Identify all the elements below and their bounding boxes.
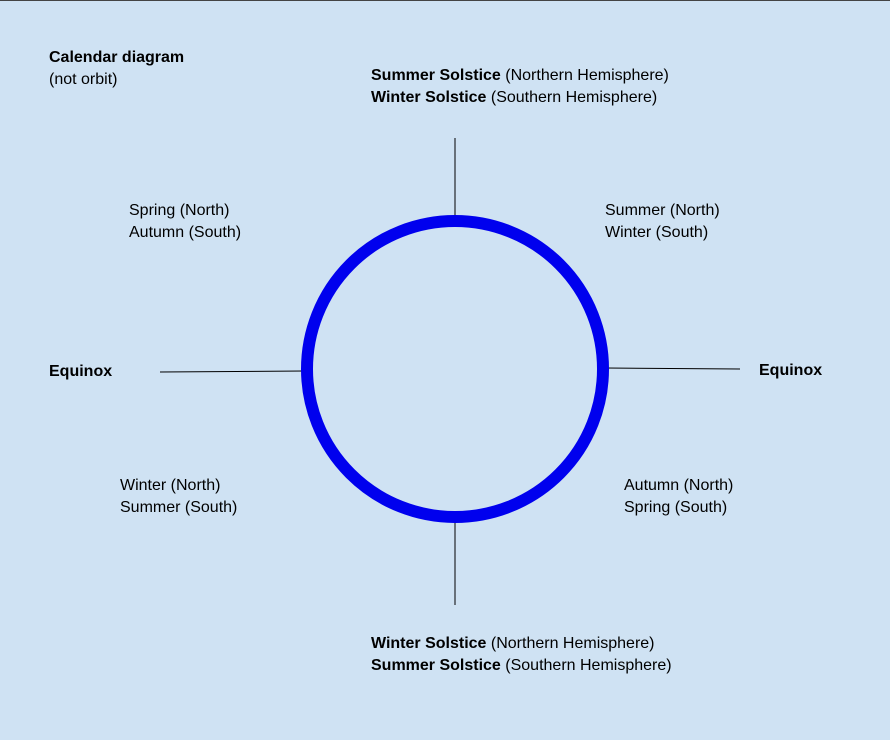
left-equinox-label: Equinox xyxy=(49,361,112,383)
top-solstice-label: Summer Solstice (Northern Hemisphere) Wi… xyxy=(371,65,669,109)
quadrant-top-right-south: Winter (South) xyxy=(605,224,709,241)
quadrant-bottom-left: Winter (North) Summer (South) xyxy=(120,475,237,519)
bottom-line2-bold: Summer Solstice xyxy=(371,657,501,674)
quadrant-bottom-right-south: Spring (South) xyxy=(624,499,728,516)
left-equinox-text: Equinox xyxy=(49,363,113,380)
calendar-ring xyxy=(301,215,609,523)
quadrant-top-right-north: Summer (North) xyxy=(605,202,720,219)
quadrant-bottom-right: Autumn (North) Spring (South) xyxy=(624,475,733,519)
quadrant-bottom-left-north: Winter (North) xyxy=(120,477,221,494)
right-tick-line xyxy=(605,367,741,370)
bottom-line1-rest: (Northern Hemisphere) xyxy=(486,635,655,652)
bottom-line2-rest: (Southern Hemisphere) xyxy=(500,657,672,674)
quadrant-top-left: Spring (North) Autumn (South) xyxy=(129,200,241,244)
quadrant-top-left-south: Autumn (South) xyxy=(129,224,242,241)
bottom-line1-bold: Winter Solstice xyxy=(371,635,487,652)
top-line2-rest: (Southern Hemisphere) xyxy=(486,89,658,106)
left-tick-line xyxy=(159,370,305,373)
caption-title: Calendar diagram xyxy=(49,49,185,66)
top-line1-rest: (Northern Hemisphere) xyxy=(500,67,669,84)
caption-block: Calendar diagram (not orbit) xyxy=(49,47,184,91)
caption-subtitle: (not orbit) xyxy=(49,71,118,88)
top-line1-bold: Summer Solstice xyxy=(371,67,501,84)
quadrant-bottom-right-north: Autumn (North) xyxy=(624,477,734,494)
quadrant-top-left-north: Spring (North) xyxy=(129,202,230,219)
quadrant-bottom-left-south: Summer (South) xyxy=(120,499,238,516)
quadrant-top-right: Summer (North) Winter (South) xyxy=(605,200,720,244)
right-equinox-label: Equinox xyxy=(759,360,822,382)
top-line2-bold: Winter Solstice xyxy=(371,89,487,106)
bottom-solstice-label: Winter Solstice (Northern Hemisphere) Su… xyxy=(371,633,672,677)
right-equinox-text: Equinox xyxy=(759,362,823,379)
